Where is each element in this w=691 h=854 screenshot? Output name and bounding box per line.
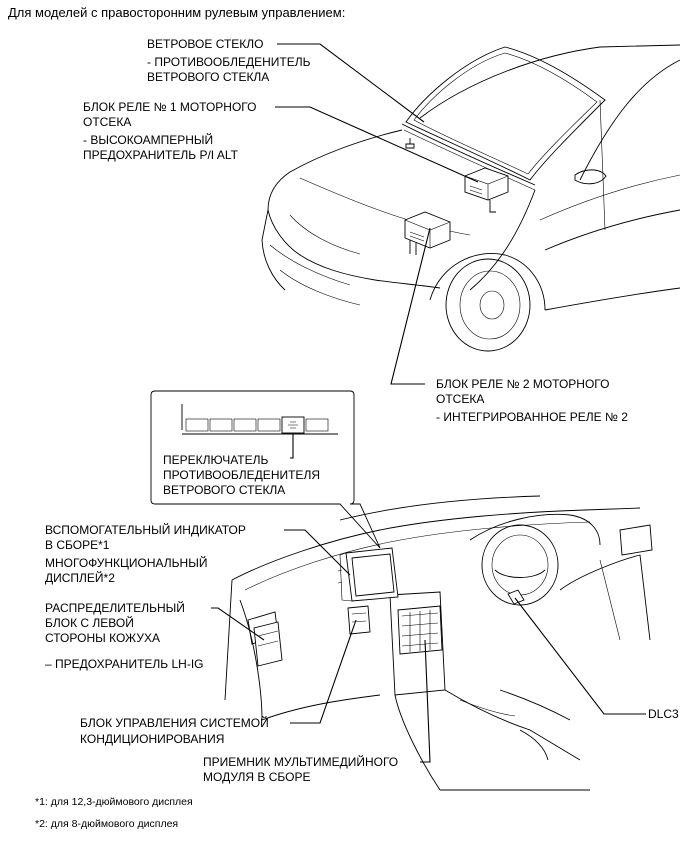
switch-callout bbox=[150, 390, 381, 549]
indicator-line1: ВСПОМОГАТЕЛЬНЫЙ ИНДИКАТОР bbox=[45, 523, 246, 537]
ac-line1: БЛОК УПРАВЛЕНИЯ СИСТЕМОЙ bbox=[80, 716, 269, 730]
footnote-2: *2: для 8-дюймового дисплея bbox=[35, 818, 179, 830]
media-line1: ПРИЕМНИК МУЛЬТИМЕДИЙНОГО bbox=[203, 755, 399, 769]
windshield-title: ВЕТРОВОЕ СТЕКЛО bbox=[147, 37, 264, 51]
indicator-line2: В СБОРЕ*1 bbox=[45, 538, 110, 552]
junction-line1: РАСПРЕДЕЛИТЕЛЬНЫЙ bbox=[45, 601, 185, 615]
switch-line1: ПЕРЕКЛЮЧАТЕЛЬ bbox=[163, 453, 269, 467]
relay1-line2: ОТСЕКА bbox=[83, 115, 132, 129]
relay2-sub: - ИНТЕГРИРОВАННОЕ РЕЛЕ № 2 bbox=[436, 410, 628, 424]
relay1-sub-2: ПРЕДОХРАНИТЕЛЬ P/I ALT bbox=[83, 148, 238, 162]
windshield-sub-1: - ПРОТИВООБЛЕДЕНИТЕЛЬ bbox=[147, 55, 311, 69]
footnote-1: *1: для 12,3-дюймового дисплея bbox=[35, 796, 193, 808]
relay1-line1: БЛОК РЕЛЕ № 1 МОТОРНОГО bbox=[83, 100, 257, 114]
car-illustration bbox=[261, 44, 681, 352]
dashboard-illustration bbox=[224, 495, 653, 791]
windshield-sub-2: ВЕТРОВОГО СТЕКЛА bbox=[147, 70, 270, 84]
display-line1: МНОГОФУНКЦИОНАЛЬНЫЙ bbox=[45, 556, 208, 570]
media-line2: МОДУЛЯ В СБОРЕ bbox=[203, 770, 311, 784]
leader-lines bbox=[211, 43, 646, 763]
switch-line3: ВЕТРОВОГО СТЕКЛА bbox=[163, 483, 286, 497]
page-header: Для моделей с правосторонним рулевым упр… bbox=[8, 5, 346, 20]
display-line2: ДИСПЛЕЙ*2 bbox=[45, 571, 115, 585]
relay2-line2: ОТСЕКА bbox=[436, 392, 485, 406]
relay1-sub-1: - ВЫСОКОАМПЕРНЫЙ bbox=[83, 133, 214, 147]
dlc3-label: DLC3 bbox=[648, 707, 679, 721]
relay2-line1: БЛОК РЕЛЕ № 2 МОТОРНОГО bbox=[436, 377, 610, 391]
ac-line2: КОНДИЦИОНИРОВАНИЯ bbox=[80, 732, 225, 746]
junction-line3: СТОРОНЫ КОЖУХА bbox=[45, 631, 160, 645]
junction-sub: – ПРЕДОХРАНИТЕЛЬ LH-IG bbox=[45, 657, 204, 671]
junction-line2: БЛОК С ЛЕВОЙ bbox=[45, 616, 134, 630]
switch-line2: ПРОТИВООБЛЕДЕНИТЕЛЯ bbox=[163, 468, 320, 482]
